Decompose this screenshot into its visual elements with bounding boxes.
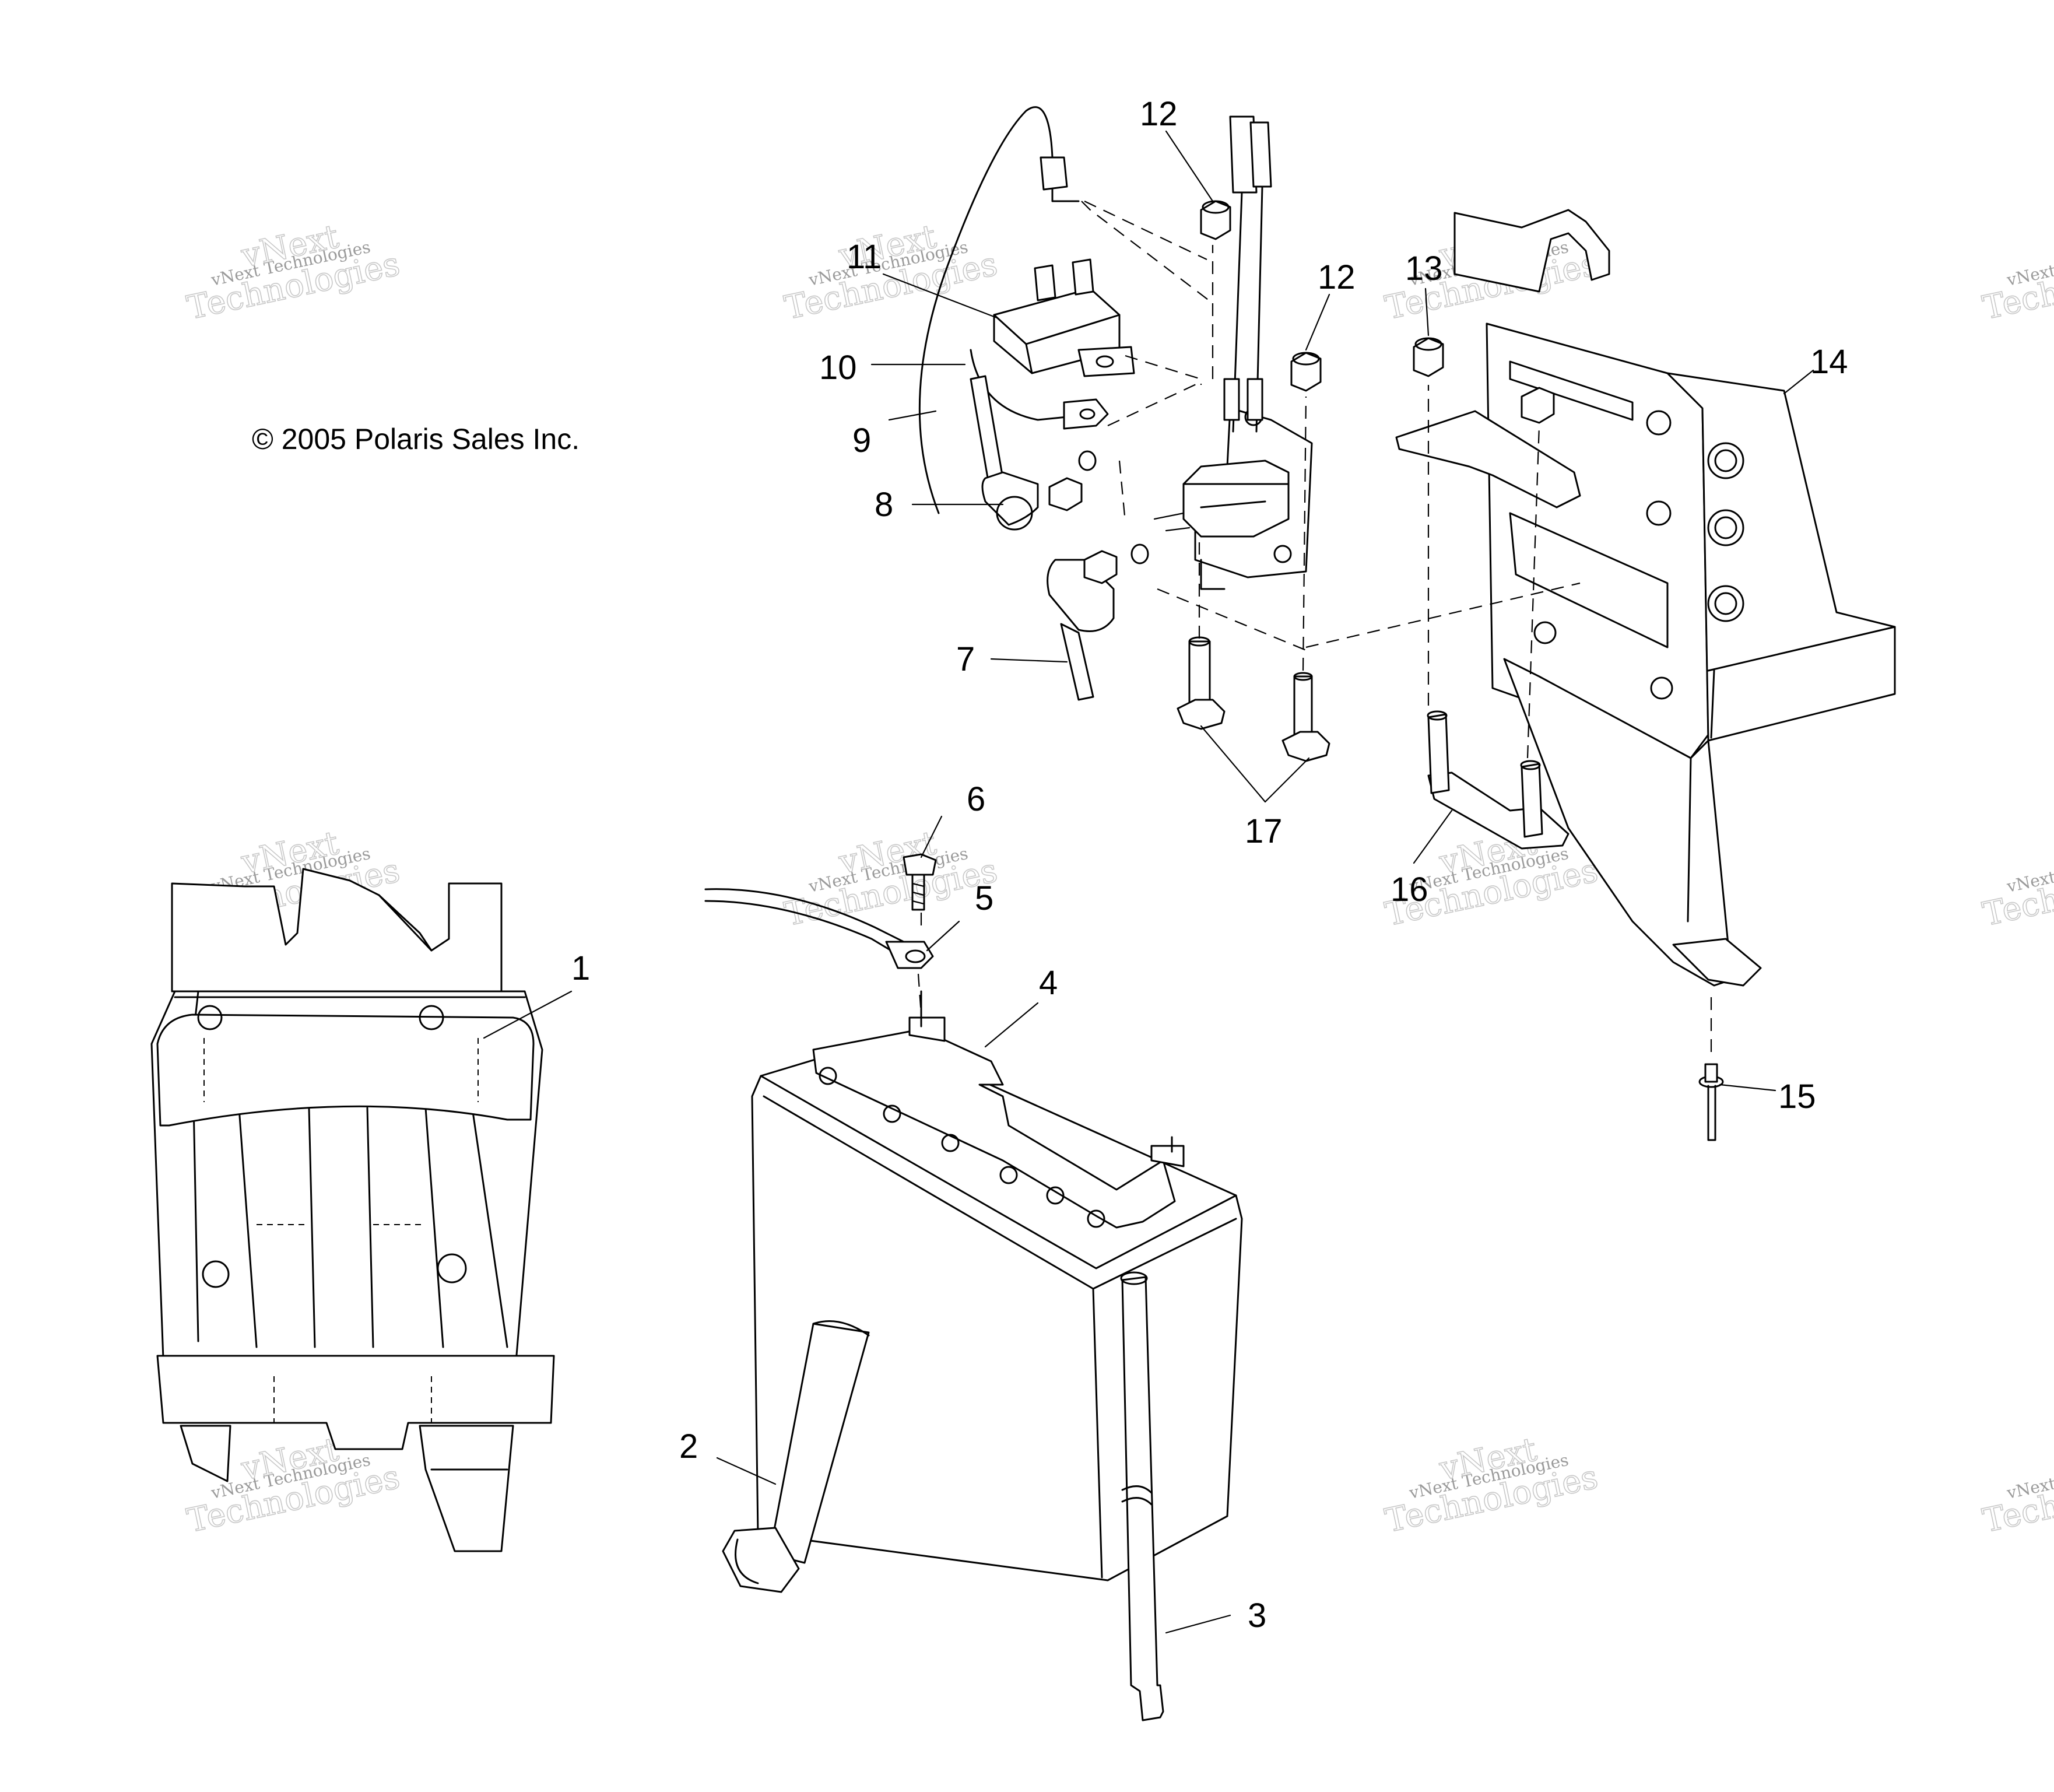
- part-connector-wires: [1223, 115, 1272, 433]
- callout-6: 6: [967, 780, 985, 818]
- part-lead-10: [970, 349, 1109, 430]
- callout-labels: 1 2 3 4 5 6 7 8 9 10 11 12 12 13 14 15 1…: [571, 95, 1848, 1635]
- watermark: Technologies vNext Technologies: [1979, 237, 2054, 328]
- callout-15: 15: [1778, 1078, 1816, 1116]
- part-rivet-15: [1698, 1063, 1724, 1141]
- part-screw-17a: [1177, 636, 1226, 730]
- leader-lines: [483, 130, 1814, 1634]
- callout-12-lower: 12: [1318, 258, 1356, 296]
- watermark: Technologies vNext Technologies: [1979, 844, 2054, 934]
- part-battery-box: [150, 868, 555, 1552]
- part-nut-12b: [1290, 352, 1322, 392]
- watermark: Technologies vNext Technologies: [1979, 1450, 2054, 1541]
- copyright-notice: © 2005 Polaris Sales Inc.: [252, 423, 580, 455]
- part-battery: [751, 990, 1243, 1581]
- part-mounting-bracket-14: [1395, 209, 1896, 987]
- part-relay-11: [993, 258, 1135, 377]
- part-bolt-6: [903, 853, 937, 911]
- callout-7: 7: [956, 640, 975, 678]
- callout-11: 11: [847, 238, 882, 276]
- callout-5: 5: [975, 879, 993, 917]
- callout-16: 16: [1391, 871, 1428, 909]
- callout-2: 2: [679, 1428, 698, 1465]
- callout-1: 1: [571, 949, 590, 987]
- part-screw-17b: [1281, 672, 1330, 762]
- callout-9: 9: [852, 422, 871, 460]
- callout-17: 17: [1245, 812, 1283, 850]
- callout-8: 8: [875, 486, 893, 524]
- callout-12-upper: 12: [1140, 95, 1178, 133]
- part-stud-plate-16: [1427, 710, 1570, 850]
- assembly-lines: [917, 201, 1712, 1058]
- part-boot-8: [970, 375, 1039, 531]
- watermark: Technologies vNext Technologies vNext: [1381, 1430, 1602, 1541]
- part-nut-13: [1413, 337, 1444, 377]
- callout-14: 14: [1810, 343, 1848, 381]
- callout-4: 4: [1039, 964, 1058, 1002]
- watermark: Technologies vNext Technologies vNext: [183, 217, 403, 328]
- part-hold-down-strap: [722, 1320, 870, 1593]
- part-ground-cable: [704, 888, 934, 969]
- part-nut-12a: [1200, 200, 1231, 240]
- part-nuts-washers: [1048, 450, 1149, 584]
- callout-3: 3: [1248, 1597, 1266, 1635]
- callout-13: 13: [1405, 250, 1443, 287]
- part-wire-9: [918, 106, 1080, 514]
- callout-10: 10: [819, 349, 857, 387]
- part-vent-tube: [1120, 1271, 1164, 1721]
- watermark: Technologies vNext Technologies vNext: [781, 217, 1001, 328]
- part-solenoid: [1153, 407, 1313, 590]
